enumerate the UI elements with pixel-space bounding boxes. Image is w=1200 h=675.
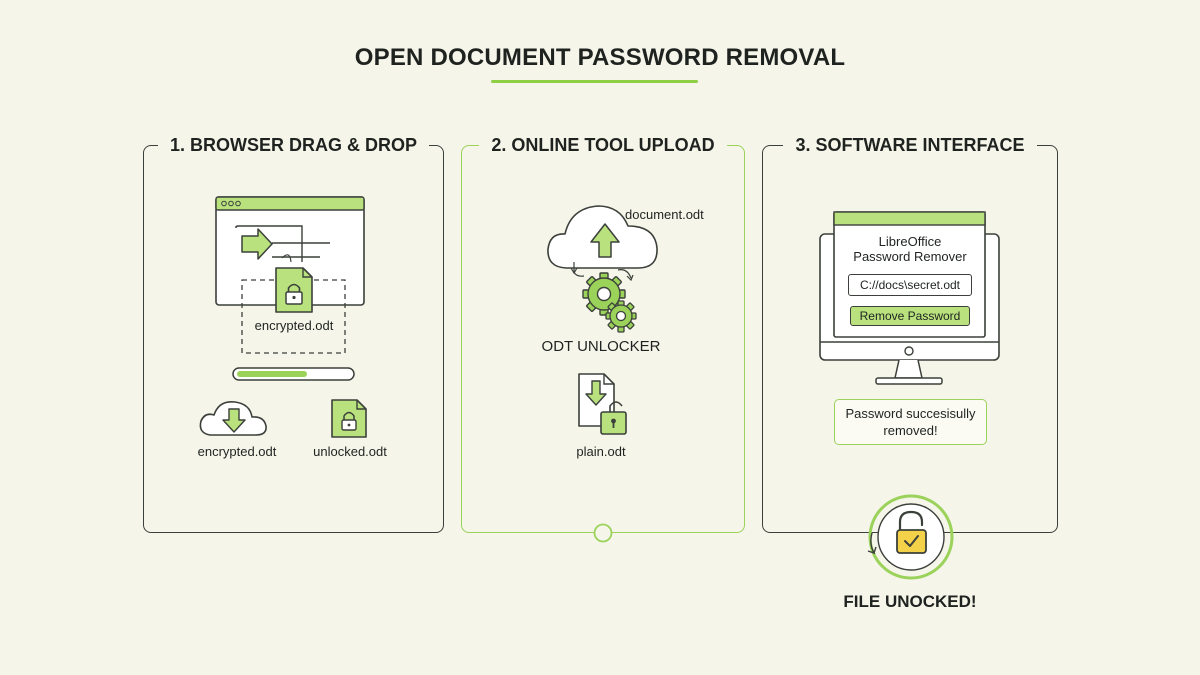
- unlocked-file-label: unlocked.odt: [313, 444, 387, 459]
- cloud-upload-icon: [547, 205, 658, 282]
- panel-browser-drag-drop: 1. BROWSER DRAG & DROP: [143, 135, 444, 533]
- remove-password-button[interactable]: Remove Password: [850, 306, 970, 326]
- app-title-line2: Password Remover: [853, 249, 967, 264]
- unlocked-padlock-badge: [867, 494, 954, 580]
- tool-name-label: ODT UNLOCKER: [541, 338, 661, 355]
- success-message-line2: removed!: [883, 423, 938, 438]
- locked-file-icon: [275, 267, 313, 313]
- unlocked-file-icon: [331, 399, 367, 438]
- panel-online-tool-upload: 2. ONLINE TOOL UPLOAD: [461, 135, 745, 533]
- encrypted-file-label: encrypted.odt: [197, 444, 277, 459]
- drag-path-line: [281, 254, 292, 263]
- gears-icon: [582, 272, 637, 333]
- dropped-file-label: encrypted.odt: [254, 318, 334, 333]
- success-message-line1: Password succesisully: [845, 406, 976, 421]
- app-title-line1: LibreOffice: [878, 234, 942, 249]
- success-message: Password succesisully removed!: [834, 399, 987, 445]
- cloud-download-icon: [199, 400, 267, 436]
- upload-progress-bar: [232, 367, 355, 381]
- drag-arrow-icon: [241, 228, 273, 260]
- file-path-input[interactable]: C://docs\secret.odt: [848, 274, 972, 296]
- page-title: OPEN DOCUMENT PASSWORD REMOVAL: [354, 44, 846, 71]
- panel-connector-dot: [593, 523, 613, 543]
- upload-file-label: document.odt: [625, 207, 704, 222]
- plain-file-icon: [578, 373, 627, 435]
- title-underline: [491, 80, 698, 83]
- panel-heading: 2. ONLINE TOOL UPLOAD: [462, 132, 744, 158]
- result-label: FILE UNOCKED!: [843, 592, 977, 611]
- drop-zone[interactable]: [241, 279, 346, 354]
- panel-heading: 3. SOFTWARE INTERFACE: [763, 132, 1057, 158]
- panel-heading: 1. BROWSER DRAG & DROP: [144, 132, 443, 158]
- output-file-label: plain.odt: [576, 444, 626, 459]
- browser-window-icon: [215, 196, 365, 306]
